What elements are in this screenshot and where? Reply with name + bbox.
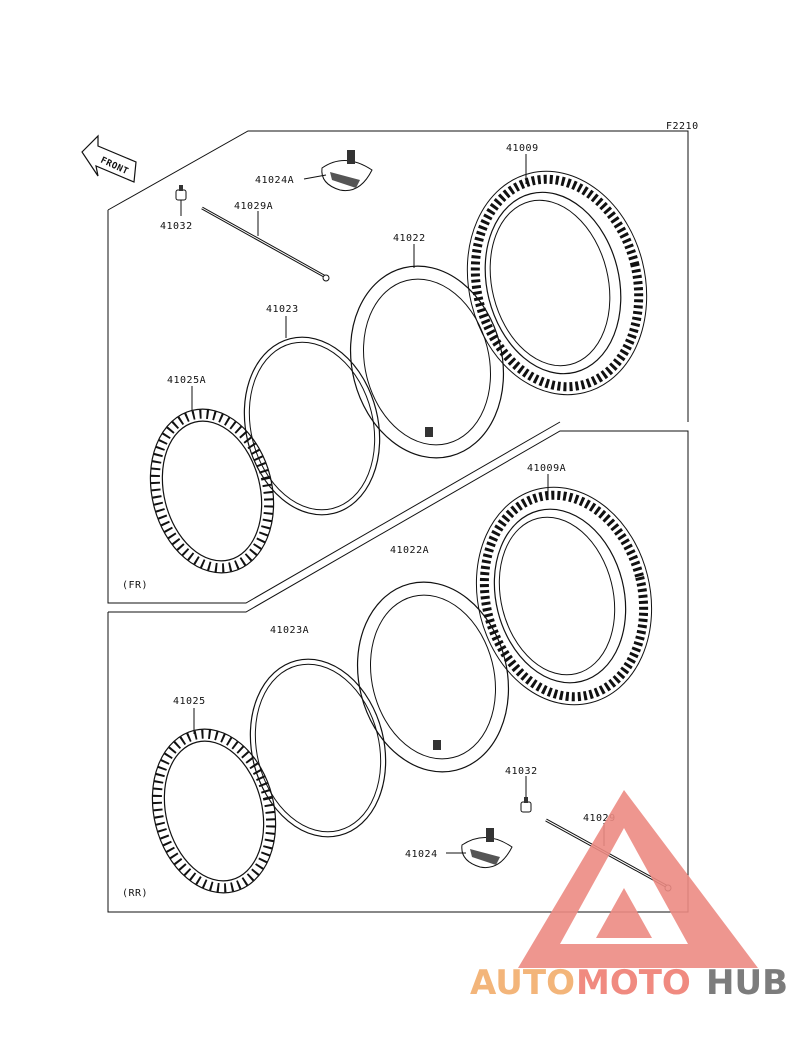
front-section-label: (FR) <box>122 580 148 591</box>
label-41024: 41024 <box>405 849 438 860</box>
label-41009A: 41009A <box>527 463 566 474</box>
label-41032-top: 41032 <box>160 221 193 232</box>
front-arrow-icon: FRONT <box>81 134 137 183</box>
watermark-moto: MOTO <box>576 963 691 1003</box>
label-41022A: 41022A <box>390 545 429 556</box>
label-41022: 41022 <box>393 233 426 244</box>
label-41032-bottom: 41032 <box>505 766 538 777</box>
label-41025: 41025 <box>173 696 206 707</box>
watermark-auto: AUTO <box>470 963 575 1003</box>
watermark-hub: HUB <box>706 963 788 1003</box>
label-41023: 41023 <box>266 304 299 315</box>
rear-tube <box>356 581 510 773</box>
front-spoke <box>201 206 330 282</box>
label-41025A: 41025A <box>167 375 206 386</box>
front-rim <box>149 408 275 574</box>
label-41023A: 41023A <box>270 625 309 636</box>
rear-rim-strip <box>249 658 387 838</box>
rear-nipple <box>520 797 532 813</box>
front-tube <box>349 265 505 459</box>
label-41024A: 41024A <box>255 175 294 186</box>
rear-rim <box>151 728 277 894</box>
front-nipple <box>175 185 187 201</box>
diagram-code: F2210 <box>666 121 699 132</box>
rear-section-frame <box>107 430 689 913</box>
front-rim-strip <box>243 336 381 516</box>
rear-rim-band <box>461 828 513 869</box>
watermark-triangle-icon <box>518 790 758 968</box>
automotohub-watermark: AUTO MOTO HUB <box>470 790 788 1003</box>
front-tire <box>466 170 648 396</box>
label-41029A: 41029A <box>234 201 273 212</box>
label-41029: 41029 <box>583 813 616 824</box>
front-rim-band <box>321 150 373 192</box>
label-41009: 41009 <box>506 143 539 154</box>
front-section-frame-left <box>107 210 561 604</box>
rear-tire <box>475 486 653 706</box>
front-section-frame <box>107 130 689 422</box>
rear-section-label: (RR) <box>122 888 148 899</box>
